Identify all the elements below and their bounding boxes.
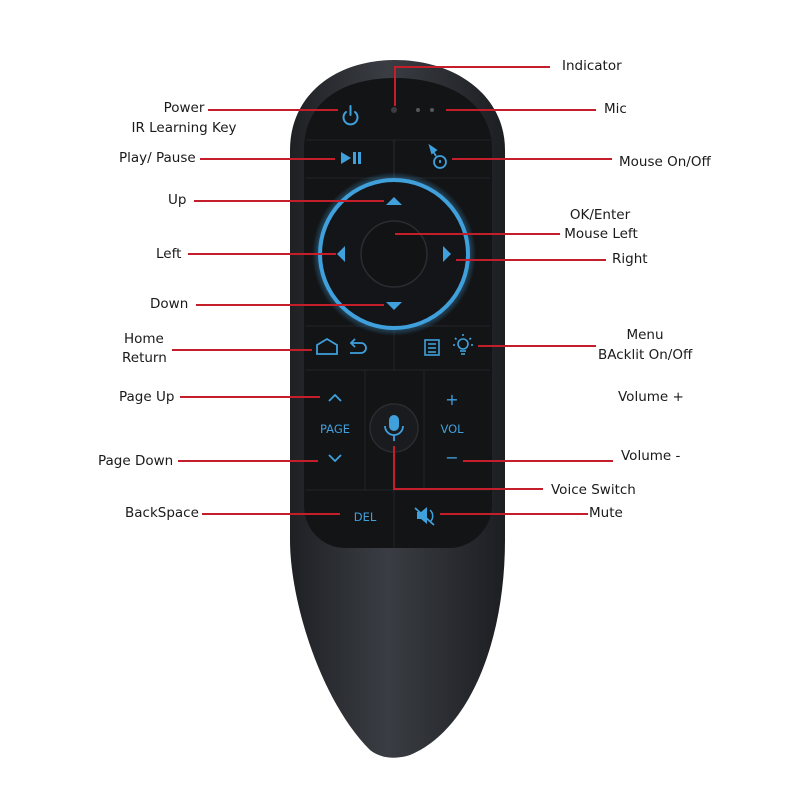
label-menu: Menu [626,327,664,343]
volume-plus-text: + [445,390,459,409]
leader-page-up [180,396,320,398]
vol-text: VOL [440,422,464,436]
label-indicator: Indicator [562,58,622,74]
power-icon [342,105,359,126]
leader-indicator [395,66,550,68]
label-down: Down [150,296,189,312]
microphone-icon [384,415,404,441]
label-return: Return [122,350,167,366]
leader-up [194,200,384,202]
del-text: DEL [353,510,377,524]
volume-minus-text: − [445,448,459,467]
mic-hole [416,108,420,112]
leader-volume-minus [463,460,613,462]
label-page-up: Page Up [119,389,175,405]
page-text: PAGE [319,422,351,436]
mute-icon [414,507,435,526]
label-home: Home [124,331,164,347]
left-arrow-icon [337,246,345,262]
leader-voice-v [393,446,395,488]
label-mute: Mute [589,505,623,521]
leader-indicator-v [394,66,396,106]
label-power: Power [163,100,205,116]
return-icon [349,338,367,354]
label-mouse-left: Mouse Left [564,226,638,242]
label-up: Up [168,192,187,208]
label-voice-switch: Voice Switch [551,482,636,498]
play-pause-icon [341,152,361,164]
leader-page-down [178,460,318,462]
menu-icon [424,339,440,356]
label-mic: Mic [604,101,627,117]
mic-hole [430,108,434,112]
leader-mic [446,109,596,111]
leader-mouse [452,158,612,160]
label-play-pause: Play/ Pause [119,150,196,166]
label-volume-plus: Volume + [618,389,684,405]
indicator-light [391,107,397,113]
page-up-chevron-icon [328,393,342,402]
page-down-chevron-icon [328,454,342,463]
label-ir-learning: IR Learning Key [131,120,237,136]
down-arrow-icon [386,302,402,310]
label-mouse-onoff: Mouse On/Off [619,154,711,170]
leader-backspace [202,513,340,515]
home-icon [316,337,338,355]
label-ok-enter: OK/Enter [569,207,631,223]
leader-ok [395,233,560,235]
mouse-icon [428,143,447,169]
backlight-bulb-icon [453,334,473,355]
label-page-down: Page Down [98,453,174,469]
label-backspace: BackSpace [125,505,199,521]
leader-play-pause [200,158,335,160]
label-right: Right [612,251,648,267]
leader-voice [393,488,543,490]
leader-power [208,109,338,111]
label-left: Left [156,246,182,262]
leader-left [188,253,336,255]
leader-down [196,304,384,306]
right-arrow-icon [443,246,451,262]
label-backlit: BAcklit On/Off [598,347,693,363]
leader-right [456,259,606,261]
leader-mute [440,513,588,515]
label-volume-minus: Volume - [621,448,681,464]
leader-home [172,349,312,351]
ok-button [360,220,428,288]
leader-menu [478,345,596,347]
up-arrow-icon [386,197,402,205]
